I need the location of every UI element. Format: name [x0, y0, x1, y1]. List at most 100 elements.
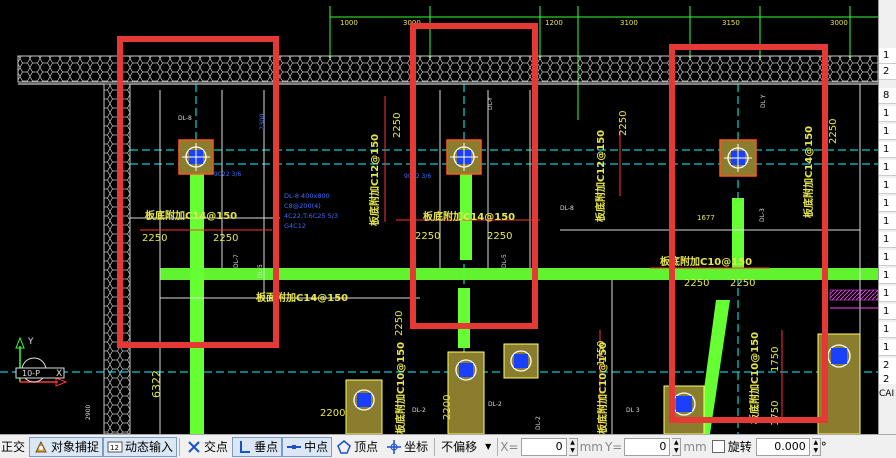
vertex-label: 顶点 [354, 440, 379, 454]
dim-2250-6: 2250 [730, 278, 755, 289]
midpoint-icon [287, 444, 302, 449]
slab-label-v3: 板底附加C14@150 [802, 126, 815, 218]
offset-mode-value: 不偏移 [441, 440, 478, 454]
ortho-label: 正交 [1, 440, 26, 454]
coordinate-snap[interactable]: 坐标 [382, 437, 432, 457]
small-label-6: DL-2 [488, 401, 502, 408]
panel-row[interactable]: 1 [879, 286, 896, 302]
perpendicular-snap[interactable]: 垂点 [232, 436, 283, 457]
dim-1677: 1677 [697, 214, 715, 222]
slab-label-v5: 板底附加C10@150 [596, 342, 609, 434]
slab-label-v1: 板底附加C12@150 [368, 134, 381, 226]
degree-unit: ° [820, 439, 827, 454]
dynamic-input-toggle[interactable]: 12 动态输入 [103, 436, 178, 457]
panel-row[interactable]: 1 [879, 340, 896, 356]
panel-row[interactable]: 1 [879, 160, 896, 176]
highlight-box-3 [669, 44, 828, 423]
ucs-value: 10-P [22, 369, 40, 378]
highlight-box-1 [117, 36, 279, 348]
panel-row[interactable]: 1 [879, 178, 896, 194]
panel-row[interactable]: 1 [879, 250, 896, 266]
beam-spec-line-3: 4C22;T:6C25 5/3 [284, 212, 338, 220]
toolbar-separator [497, 437, 499, 456]
panel-row[interactable]: 1 [879, 106, 896, 122]
slab-label-v6: 板底附加C10@150 [748, 332, 761, 424]
column-4 [345, 379, 383, 434]
osnap-label: 对象捕捉 [51, 440, 100, 454]
column-5 [447, 351, 485, 434]
snap-status-toolbar: 正交 对象捕捉 12 动态输入 交点 垂点 中点 顶点 坐标 不偏移 ▼ X= … [0, 434, 896, 458]
panel-row[interactable]: 1 [879, 48, 896, 64]
perpendicular-icon [240, 440, 251, 453]
panel-row[interactable]: 1 [879, 232, 896, 248]
panel-row[interactable]: 1 [879, 322, 896, 338]
rotate-input[interactable]: 0.000 [755, 437, 810, 456]
dim-2250-4: 2250 [487, 231, 512, 242]
dim-2900: 2900 [85, 405, 92, 420]
dim-2250-1: 2250 [142, 233, 167, 244]
small-label-2: DL-5 [501, 254, 508, 268]
osnap-toggle[interactable]: 对象捕捉 [29, 436, 104, 457]
beam-label-2: DL-Y [487, 97, 494, 110]
panel-row[interactable]: 1 [879, 196, 896, 212]
dynamic-input-label: 动态输入 [125, 440, 174, 454]
slab-label-2: 板底附加C14@150 [423, 210, 515, 223]
cad-drawing-canvas[interactable]: 1000 3000 1200 3100 3150 3000 [0, 0, 878, 434]
panel-row[interactable]: 1 [879, 268, 896, 284]
small-label-1: DL-7 [233, 254, 240, 268]
intersection-icon [188, 440, 200, 453]
panel-row[interactable]: 1 [879, 304, 896, 320]
beam-spec-line-4: G4C12 [284, 222, 306, 230]
panel-cad-tab[interactable]: CAI [879, 384, 896, 404]
beam-spec-line-2: C8@200(4) [284, 202, 321, 210]
dim-2250-v3: 2250 [828, 119, 839, 144]
dim-2200-2: 2200 [442, 395, 453, 420]
highlight-box-2 [410, 23, 538, 329]
panel-row[interactable]: 8 [879, 88, 896, 104]
panel-row[interactable]: 2 [879, 64, 896, 80]
dim-6322: 6322 [150, 370, 163, 398]
ortho-toggle[interactable]: 正交 [0, 437, 29, 457]
dim-2250-2: 2250 [213, 233, 238, 244]
vertical-note-1: 2300 [258, 113, 266, 130]
midpoint-snap[interactable]: 中点 [282, 436, 333, 457]
dim-2250-v2: 2250 [618, 111, 629, 136]
y-spinner[interactable]: ▲▼ [672, 437, 682, 456]
slab-label-1: 板底附加C14@150 [145, 209, 237, 222]
osnap-icon [35, 440, 47, 452]
intersection-label: 交点 [204, 440, 229, 454]
column-2 [446, 139, 482, 175]
dim-top-5: 3150 [722, 19, 740, 27]
perpendicular-label: 垂点 [254, 440, 279, 454]
right-properties-panel: 1 2 8 1 1 1 1 1 1 1 1 1 1 1 1 1 1 2 2 CA… [878, 0, 896, 434]
slab-label-3: 板面附加C14@150 [256, 291, 348, 304]
rotate-checkbox[interactable] [711, 440, 725, 453]
y-label: Y= [604, 439, 623, 454]
dim-2200-1: 2200 [320, 408, 345, 419]
rotate-spinner[interactable]: ▲▼ [811, 437, 821, 456]
vertex-snap[interactable]: 顶点 [332, 437, 382, 457]
dim-2250-v4: 2250 [394, 311, 405, 336]
rotate-label: 旋转 [727, 440, 752, 454]
beam-label-3: DL Y [760, 94, 767, 108]
panel-row[interactable]: 1 [879, 124, 896, 140]
dim-1750-2: 1750 [770, 347, 781, 372]
small-label-9: DL-2 [535, 416, 542, 430]
x-input[interactable]: 0 [520, 437, 567, 456]
ucs-y-label: Y [27, 337, 34, 347]
y-input[interactable]: 0 [624, 437, 671, 456]
dim-2250-v1: 2250 [392, 113, 403, 138]
panel-row[interactable]: 1 [879, 142, 896, 158]
intersection-snap[interactable]: 交点 [182, 437, 232, 457]
small-label-8: DL-5 [257, 264, 264, 278]
svg-text:12: 12 [110, 444, 119, 452]
offset-mode-select[interactable]: 不偏移 ▼ [437, 437, 495, 457]
panel-row[interactable]: 1 [879, 214, 896, 230]
dynamic-input-icon: 12 [107, 441, 123, 452]
small-label-7: DL-8 [560, 205, 574, 212]
toolbar-separator [434, 437, 436, 456]
slab-label-v4: 板底附加C10@150 [394, 342, 407, 434]
coordinate-label: 坐标 [404, 440, 429, 454]
small-label-3: DL-3 [759, 208, 766, 222]
x-spinner[interactable]: ▲▼ [568, 437, 578, 456]
